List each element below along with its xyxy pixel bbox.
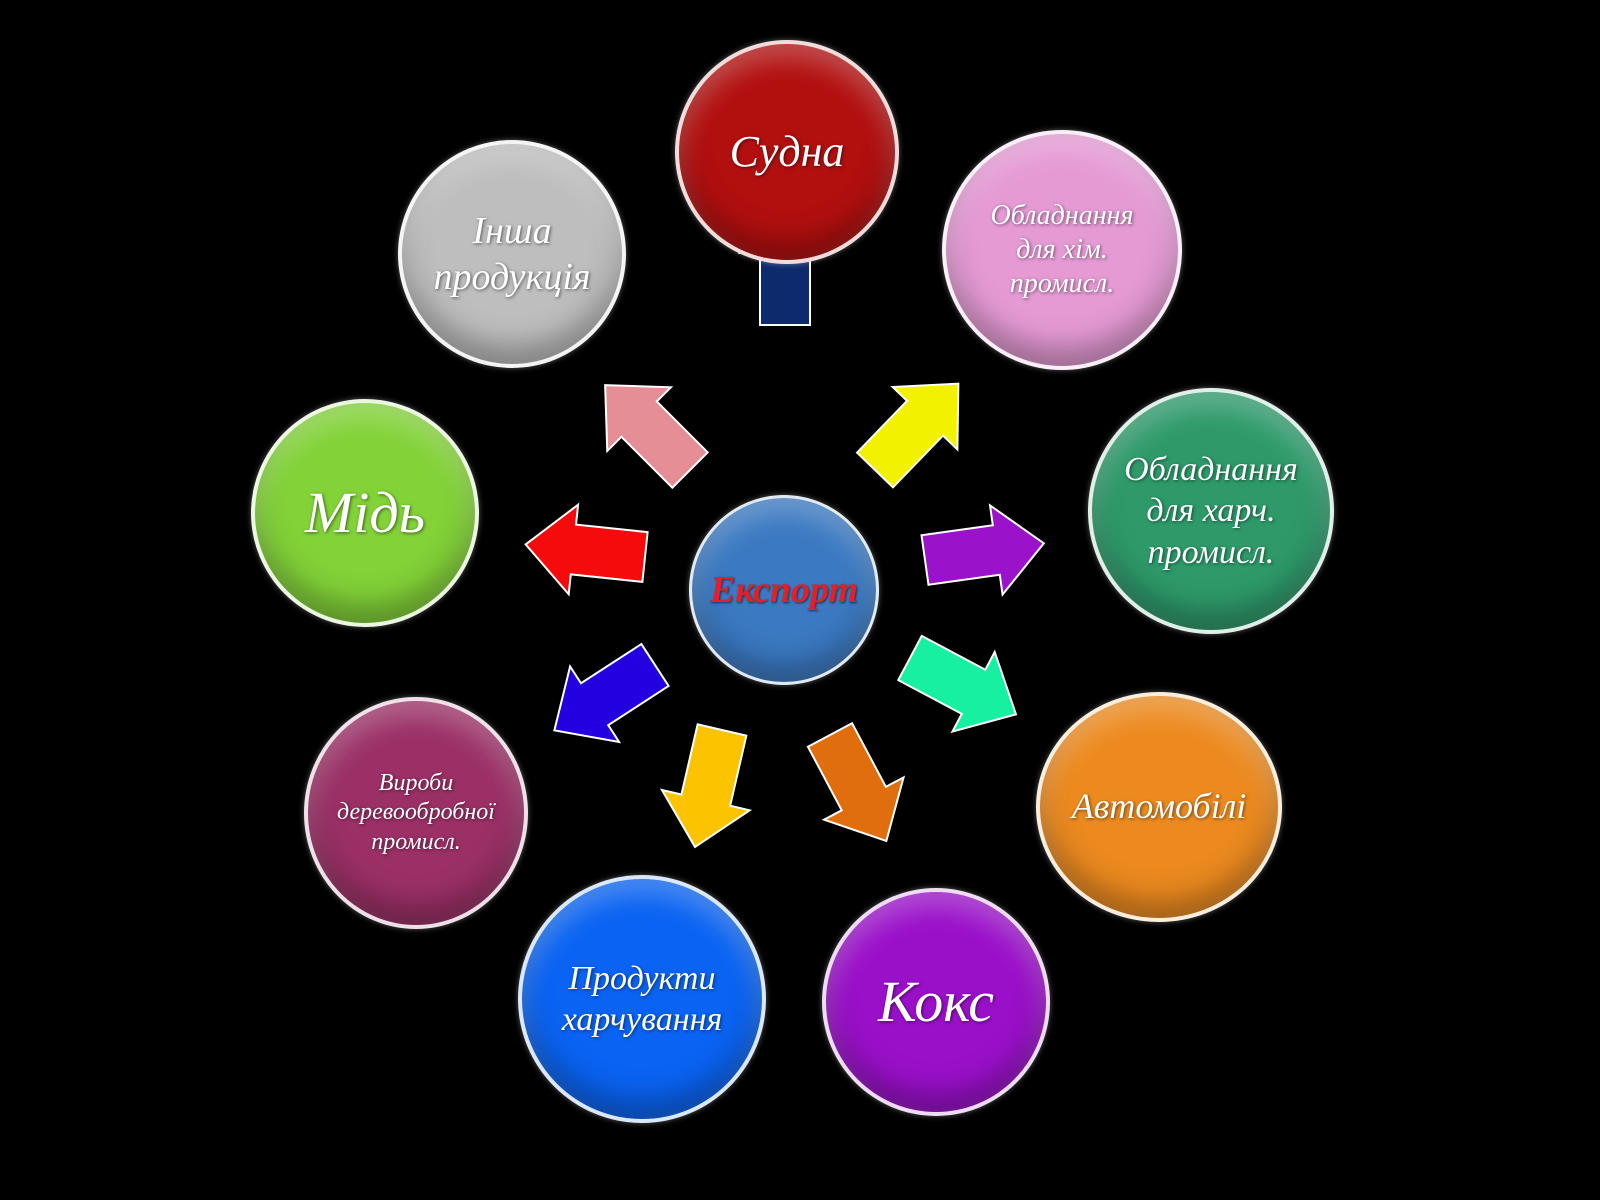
- node-insha: Інша продукція: [398, 140, 626, 368]
- node-label-insha: Інша продукція: [433, 209, 591, 298]
- node-label-obladnannia-kharch: Обладнання для харч. промисл.: [1124, 450, 1298, 571]
- arrow-left: [524, 502, 649, 597]
- arrow-up-right: [855, 382, 960, 489]
- arrow-up-left: [604, 384, 710, 490]
- arrow-down-left: [553, 642, 670, 744]
- node-label-avtomobili: Автомобілі: [1071, 786, 1247, 827]
- arrow-down: [659, 723, 753, 849]
- arrow-right: [920, 503, 1046, 597]
- arrow-down-right-low: [806, 721, 906, 843]
- hub-label: Експорт: [709, 569, 859, 611]
- node-mid: Мідь: [251, 399, 479, 627]
- node-label-vyroby: Вироби деревообробної промисл.: [337, 770, 495, 855]
- node-label-mid: Мідь: [304, 479, 426, 545]
- node-label-koks: Кокс: [878, 968, 994, 1034]
- node-produkty: Продукти харчування: [518, 875, 766, 1123]
- node-obladnannia-kharch: Обладнання для харч. промисл.: [1088, 388, 1334, 634]
- node-obladnannia-khim: Обладнання для хім. промисл.: [942, 130, 1182, 370]
- node-label-obladnannia-khim: Обладнання для хім. промисл.: [990, 199, 1134, 300]
- node-label-sudna: Судна: [729, 127, 845, 177]
- node-label-produkty: Продукти харчування: [561, 959, 723, 1038]
- hub-export: Експорт: [689, 495, 879, 685]
- node-sudna: Судна: [675, 40, 899, 264]
- arrow-down-right: [896, 634, 1018, 734]
- node-koks: Кокс: [822, 888, 1050, 1116]
- node-avtomobili: Автомобілі: [1036, 692, 1282, 922]
- node-vyroby: Вироби деревообробної промисл.: [304, 697, 528, 929]
